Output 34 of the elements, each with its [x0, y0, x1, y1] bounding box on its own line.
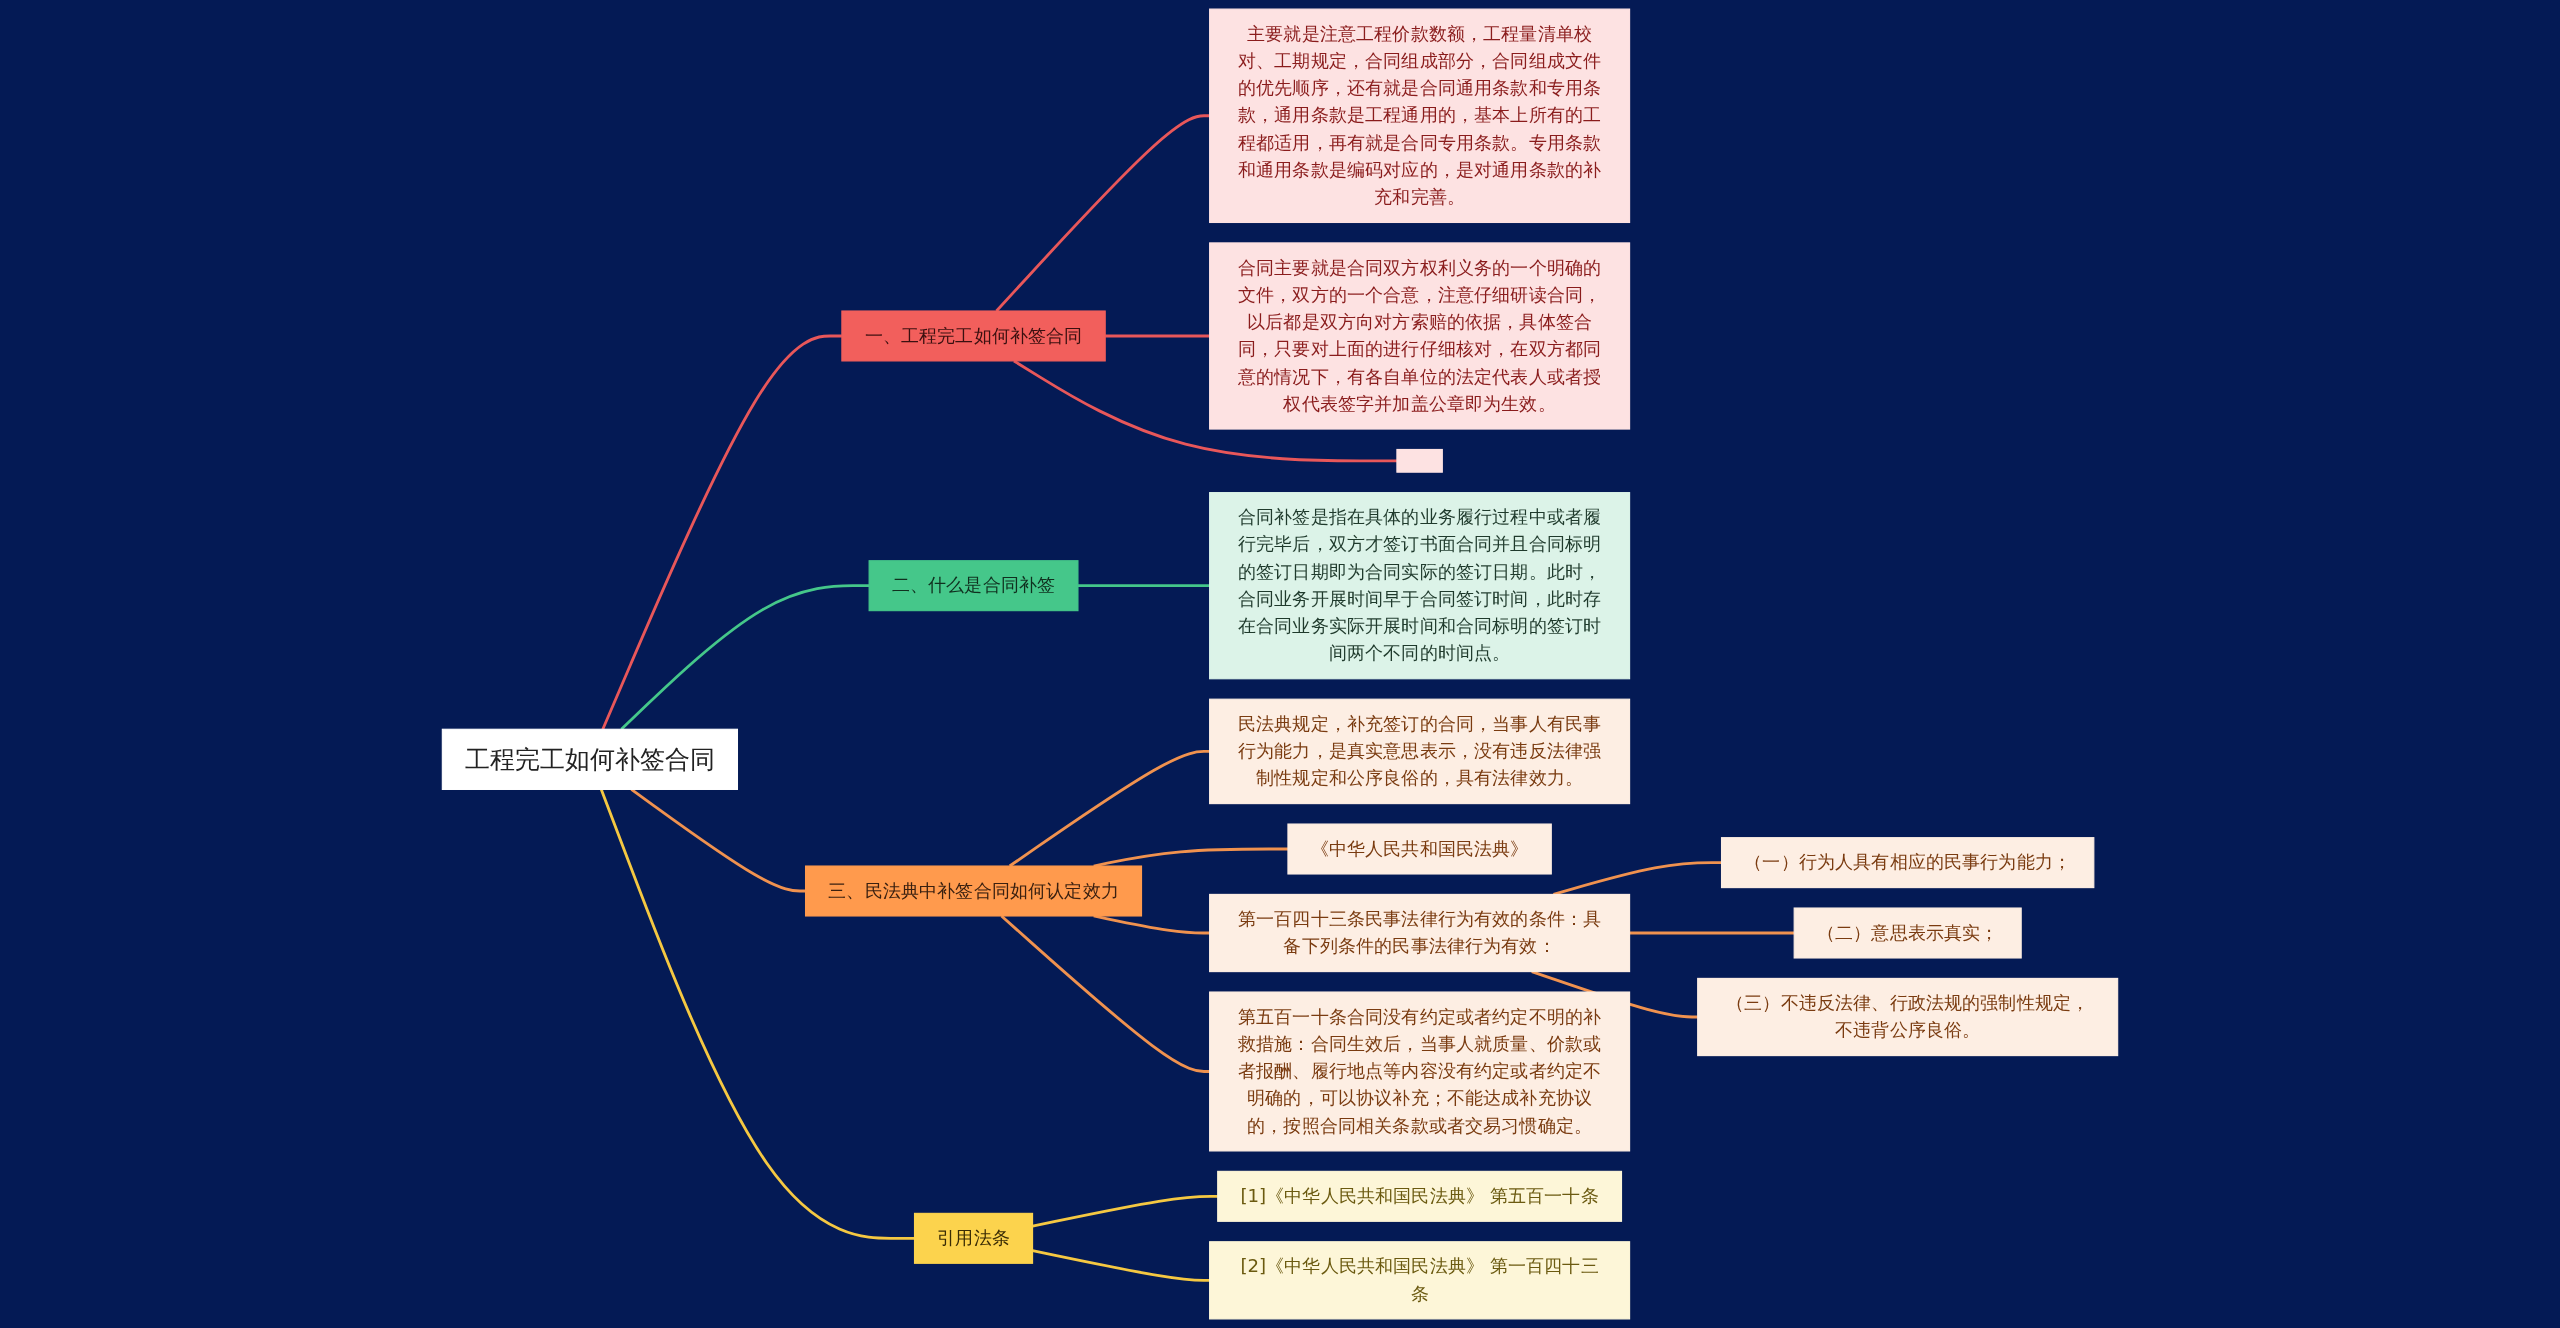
node-box: 三、民法典中补签合同如何认定效力 [804, 865, 1143, 917]
node-box: 二、什么是合同补签 [868, 560, 1079, 612]
connector [601, 334, 842, 730]
node-box: 《中华人民共和国民法典》 [1287, 823, 1552, 875]
node-box: （三）不违反法律、行政法规的强制性规定，不违背公序良俗。 [1697, 977, 2119, 1057]
connector [599, 788, 915, 1240]
node-box: 合同主要就是合同双方权利义务的一个明确的文件，双方的一个合意，注意仔细研读合同，以后都是双方向对方索赔的依据，具体签合同，只要对上面的进行仔细核对，在双方都同意的情况下，有各自单位的法定代表人或者授权代表签字并加盖公章即为生效。 [1209, 242, 1631, 430]
connector [1093, 914, 1210, 935]
node-box: （二）意思表示真实； [1793, 907, 2022, 959]
connector [1093, 847, 1288, 868]
node-box: 引用法条 [913, 1212, 1034, 1264]
connector [1553, 861, 1722, 896]
connector [1013, 359, 1397, 463]
node-box: 第一百四十三条民事法律行为有效的条件：具备下列条件的民事法律行为有效： [1209, 893, 1631, 973]
node-box: 合同补签是指在具体的业务履行过程中或者履行完毕后，双方才签订书面合同并且合同标明的签订日期即为合同实际的签订日期。此时，合同业务开展时间早于合同签订时间，此时存在合同业务实际开展时间和合同标明的签订时间两个不同的时间点。 [1209, 492, 1631, 680]
connector [1032, 1249, 1210, 1282]
connector [1629, 931, 1795, 935]
node-box: 一、工程完工如何补签合同 [841, 310, 1106, 362]
node-box [1396, 448, 1443, 473]
connector [620, 584, 870, 731]
connector [630, 788, 806, 893]
connector [1077, 584, 1210, 588]
node-box: （一）行为人具有相应的民事行为能力； [1720, 837, 2095, 889]
node-box: [1]《中华人民共和国民法典》 第五百一十条 [1217, 1170, 1623, 1222]
connector [1000, 914, 1210, 1073]
connector [1008, 750, 1210, 868]
node-box: 民法典规定，补充签订的合同，当事人有民事行为能力，是真实意思表示，没有违反法律强制性规定和公序良俗的，具有法律效力。 [1209, 698, 1631, 805]
node-box: 主要就是注意工程价款数额，工程量清单校对、工期规定，合同组成部分，合同组成文件的优先顺序，还有就是合同通用条款和专用条款，通用条款是工程通用的，基本上所有的工程都适用，再有就是合同专用条款。专用条款和通用条款是编码对应的，是对通用条款的补充和完善。 [1209, 8, 1631, 224]
connector [1032, 1194, 1218, 1228]
node-box: 工程完工如何补签合同 [441, 728, 739, 790]
connector [995, 114, 1210, 312]
connector [1105, 334, 1210, 338]
node-box: 第五百一十条合同没有约定或者约定不明的补救措施：合同生效后，当事人就质量、价款或者报酬、履行地点等内容没有约定或者约定不明确的，可以协议补充；不能达成补充协议的，按照合同相关条款或者交易习惯确定。 [1209, 991, 1631, 1152]
node-box: [2]《中华人民共和国民法典》 第一百四十三条 [1209, 1241, 1631, 1320]
